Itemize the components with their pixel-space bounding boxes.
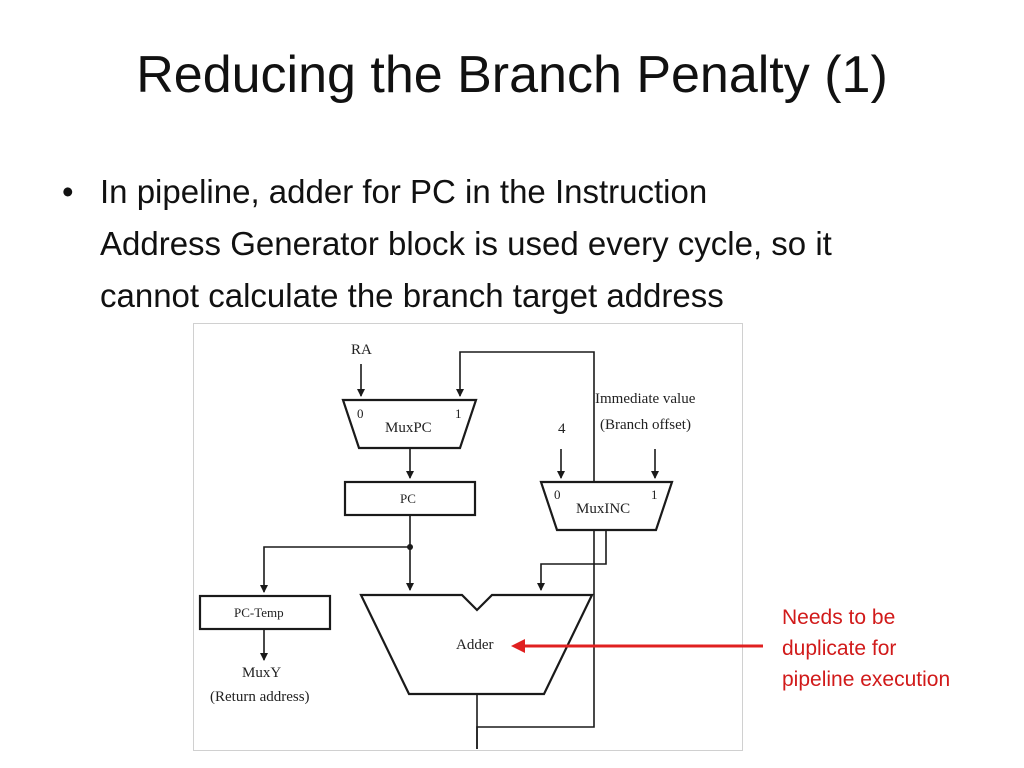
immediate-label: Immediate value [595, 391, 696, 407]
bullet-dot: • [62, 173, 74, 210]
return-address-label: (Return address) [210, 689, 310, 705]
muxinc-to-adder-arrow [537, 530, 607, 591]
four-label: 4 [558, 421, 566, 437]
annotation-arrow [511, 639, 763, 653]
slide-title: Reducing the Branch Penalty (1) [136, 46, 888, 104]
muxpc-label: MuxPC [385, 420, 432, 436]
annotation-line: duplicate for [782, 637, 897, 660]
annotation-line: Needs to be [782, 606, 896, 629]
pc-label: PC [400, 491, 416, 506]
annotation-note: Needs to be duplicate for pipeline execu… [782, 602, 1012, 695]
muxpc-in0: 0 [357, 406, 364, 421]
pctemp-label: PC-Temp [234, 605, 284, 620]
bullet-line: In pipeline, adder for PC in the Instruc… [100, 173, 708, 210]
muxpc-block [341, 398, 478, 450]
annotation-line: pipeline execution [782, 668, 951, 691]
adder-block [359, 593, 594, 696]
muxinc-in1: 1 [651, 487, 658, 502]
annotation-arrow-head [511, 639, 525, 653]
muxinc-block [539, 480, 674, 532]
adder-label: Adder [456, 637, 494, 653]
pctemp-register [198, 594, 332, 631]
address-generator-diagram: RA 0 1 MuxPC PC Immediate value (Branch … [193, 323, 743, 751]
muxpc-in1: 1 [455, 406, 462, 421]
bullet-line: cannot calculate the branch target addre… [100, 277, 724, 314]
bullet-line: Address Generator block is used every cy… [100, 225, 832, 262]
muxinc-in0: 0 [554, 487, 561, 502]
pc-to-pctemp-arrow [260, 546, 410, 593]
muxy-label: MuxY [242, 665, 281, 681]
diagram-canvas: RA 0 1 MuxPC PC Immediate value (Branch … [198, 342, 696, 749]
bullet-text: In pipeline, adder for PC in the Instruc… [100, 166, 960, 322]
branch-offset-label: (Branch offset) [600, 417, 691, 433]
ra-label: RA [351, 342, 372, 358]
muxinc-label: MuxINC [576, 501, 630, 517]
pc-register [343, 480, 477, 517]
